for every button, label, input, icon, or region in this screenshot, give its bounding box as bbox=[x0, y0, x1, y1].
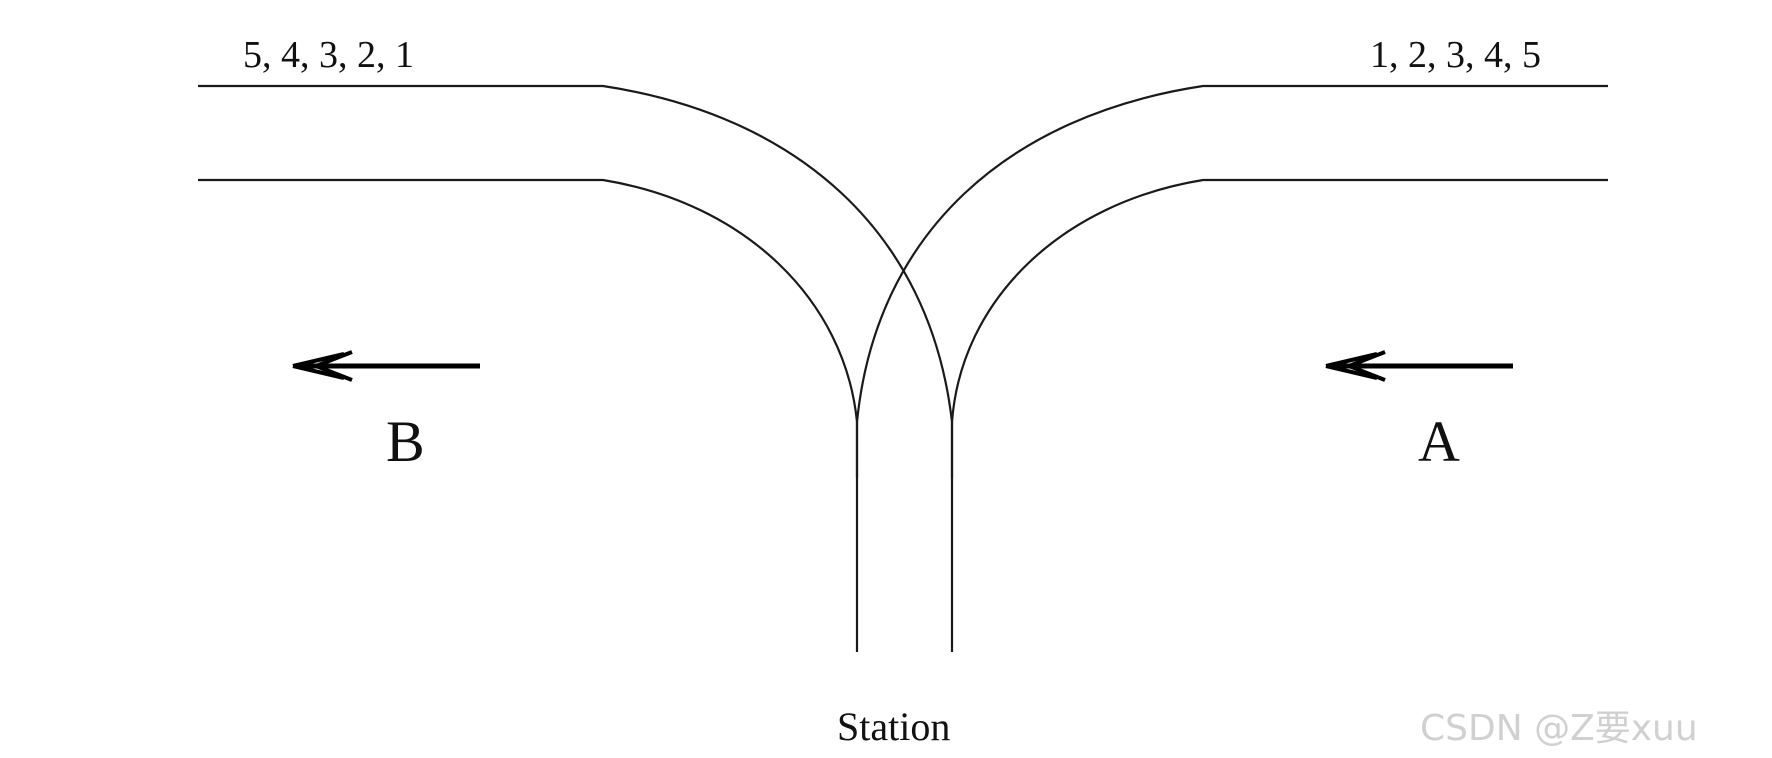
arrow-left-a-icon bbox=[1325, 350, 1513, 382]
track-left-inner bbox=[198, 178, 859, 478]
direction-label-a: A bbox=[1418, 409, 1460, 474]
watermark-text: CSDN @Z要xuu bbox=[1420, 708, 1698, 749]
left-sequence-label: 5, 4, 3, 2, 1 bbox=[243, 34, 414, 76]
track-right-outer bbox=[855, 84, 1608, 478]
station-label: Station bbox=[837, 704, 950, 749]
direction-label-b: B bbox=[386, 409, 425, 474]
track-left-outer bbox=[198, 84, 954, 478]
track-right-inner bbox=[950, 178, 1608, 478]
arrow-left-b-icon bbox=[292, 350, 480, 382]
right-sequence-label: 1, 2, 3, 4, 5 bbox=[1370, 34, 1541, 76]
